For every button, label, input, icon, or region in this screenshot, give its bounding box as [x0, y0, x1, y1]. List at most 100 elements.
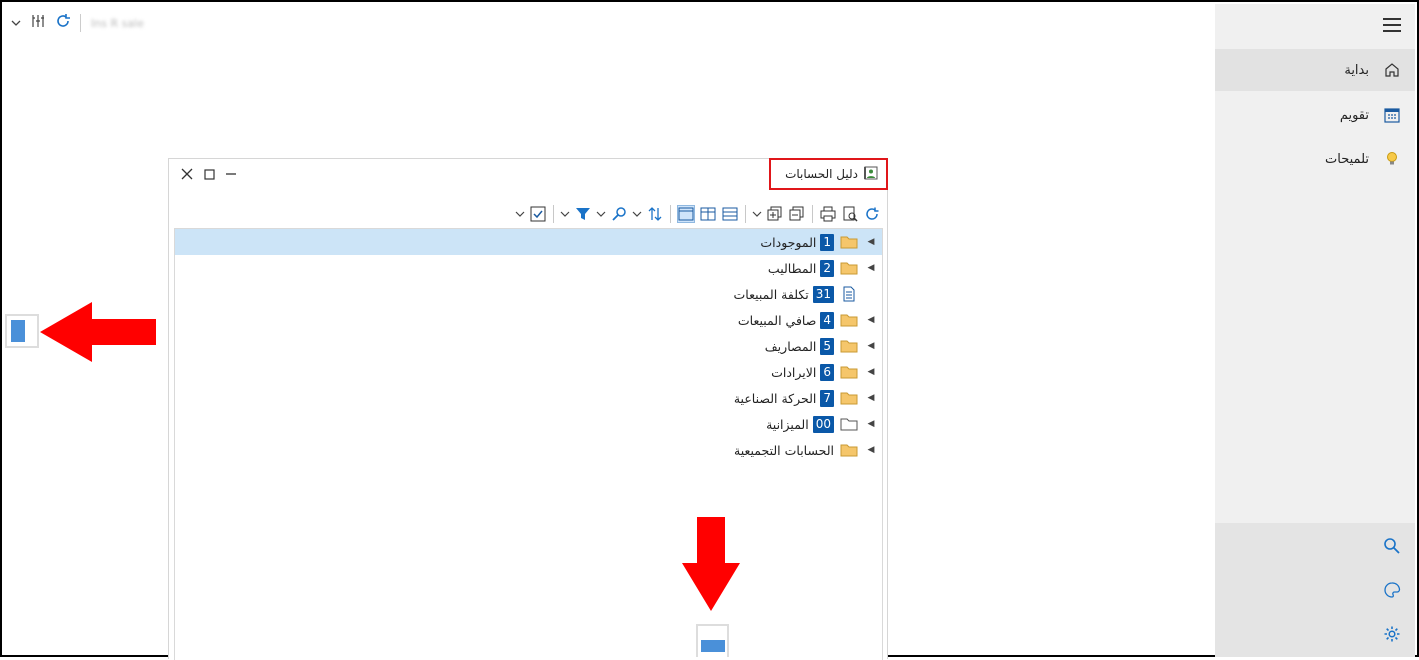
expand-arrow-icon[interactable]: ◀	[867, 341, 875, 351]
sidebar-item-tips[interactable]: تلميحات	[1215, 138, 1415, 180]
account-number-badge: 00	[812, 415, 834, 433]
account-number-badge: 5	[820, 337, 834, 355]
expand-arrow-icon[interactable]: ◀	[867, 315, 875, 325]
folder-icon	[840, 339, 858, 353]
toolbar-divider	[553, 205, 554, 223]
search-icon[interactable]	[1383, 537, 1401, 559]
lightbulb-icon	[1369, 150, 1415, 168]
palette-icon[interactable]	[1383, 581, 1401, 603]
account-number-badge: 1	[820, 233, 834, 251]
tree-row-industrial[interactable]: ◀ 7 الحركة الصناعية	[175, 385, 882, 411]
toolbar-divider	[80, 14, 81, 32]
sidebar-item-label: بداية	[1344, 62, 1369, 78]
folder-icon	[840, 443, 858, 457]
tree-row-balance-sheet[interactable]: ◀ 00 الميزانية	[175, 411, 882, 437]
find-icon[interactable]	[610, 205, 628, 223]
expand-arrow-icon[interactable]: ◀	[867, 263, 875, 273]
sidebar-bottom-panel	[1215, 523, 1415, 657]
tree-row-expenses[interactable]: ◀ 5 المصاريف	[175, 333, 882, 359]
toolbar-divider	[745, 205, 746, 223]
close-icon[interactable]	[181, 167, 193, 181]
sidebar-item-home[interactable]: بداية	[1215, 49, 1415, 91]
folder-icon	[840, 261, 858, 275]
folder-icon	[840, 313, 858, 327]
expand-arrow-icon[interactable]: ◀	[867, 393, 875, 403]
document-icon	[840, 286, 858, 302]
calendar-icon	[1369, 106, 1415, 124]
tree-row-assets[interactable]: ◀ 1 الموجودات	[175, 229, 882, 255]
refresh-icon[interactable]	[863, 205, 881, 223]
tools-icon[interactable]	[30, 13, 46, 33]
chevron-down-icon[interactable]	[560, 205, 570, 223]
tree-row-revenues[interactable]: ◀ 6 الايرادات	[175, 359, 882, 385]
collapsed-panel-handle[interactable]	[5, 314, 39, 348]
chevron-down-icon[interactable]	[10, 14, 22, 33]
account-name: الموجودات	[760, 234, 817, 250]
layout-single-icon[interactable]	[677, 205, 695, 223]
chevron-down-icon[interactable]	[515, 205, 525, 223]
blurred-label: Ins R sale	[91, 16, 144, 30]
layout-rows-icon[interactable]	[721, 205, 739, 223]
folder-icon	[840, 365, 858, 379]
toolbar-divider	[670, 205, 671, 223]
expand-arrow-icon[interactable]: ◀	[867, 237, 875, 247]
chevron-down-icon[interactable]	[596, 205, 606, 223]
tree-row-net-sales[interactable]: ◀ 4 صافي المبيعات	[175, 307, 882, 333]
sort-icon[interactable]	[646, 205, 664, 223]
print-preview-icon[interactable]	[841, 205, 859, 223]
annotation-arrow-left	[40, 302, 156, 362]
collapsed-panel-handle[interactable]	[696, 624, 729, 657]
chevron-down-icon[interactable]	[752, 205, 762, 223]
minimize-icon[interactable]	[225, 167, 237, 181]
accounts-tree: ◀ 1 الموجودات ◀ 2 المطاليب 3	[174, 228, 883, 660]
sidebar-item-label: تلميحات	[1325, 151, 1369, 167]
refresh-icon[interactable]	[54, 12, 72, 34]
account-name: الايرادات	[771, 364, 817, 380]
folder-icon	[840, 391, 858, 405]
tree-row-liabilities[interactable]: ◀ 2 المطاليب	[175, 255, 882, 281]
folder-icon	[840, 235, 858, 249]
account-number-badge: 31	[812, 285, 834, 303]
checkbox-icon[interactable]	[529, 205, 547, 223]
account-number-badge: 6	[820, 363, 834, 381]
dialog-title: دليل الحسابات	[785, 167, 858, 181]
expand-arrow-icon[interactable]: ◀	[867, 445, 875, 455]
account-number-badge: 2	[820, 259, 834, 277]
gear-icon[interactable]	[1383, 625, 1401, 647]
accounts-dialog: دليل الحسابات	[168, 158, 888, 660]
layout-columns-icon[interactable]	[699, 205, 717, 223]
account-number-badge: 7	[820, 389, 834, 407]
tree-row-cost-of-sales[interactable]: 31 تكلفة المبيعات	[175, 281, 882, 307]
toolbar-divider	[812, 205, 813, 223]
top-toolbar: Ins R sale	[10, 12, 144, 34]
accounts-book-icon	[864, 165, 878, 184]
account-name: صافي المبيعات	[737, 312, 817, 328]
print-icon[interactable]	[819, 205, 837, 223]
home-icon	[1369, 61, 1415, 79]
dialog-toolbar	[515, 204, 881, 224]
maximize-icon[interactable]	[203, 167, 215, 181]
account-name: الحسابات التجميعية	[734, 442, 834, 458]
account-name: المطاليب	[767, 260, 817, 276]
account-name: تكلفة المبيعات	[733, 286, 809, 302]
chevron-down-icon[interactable]	[632, 205, 642, 223]
sidebar-item-calendar[interactable]: تقويم	[1215, 94, 1415, 136]
tree-row-aggregate[interactable]: ◀ الحسابات التجميعية	[175, 437, 882, 463]
folder-outline-icon	[840, 417, 858, 431]
annotation-arrow-down	[682, 517, 740, 611]
expand-arrow-icon[interactable]: ◀	[867, 419, 875, 429]
dialog-title-bar: دليل الحسابات	[769, 158, 888, 190]
collapse-all-icon[interactable]	[788, 205, 806, 223]
expand-arrow-icon[interactable]: ◀	[867, 367, 875, 377]
window-controls	[181, 167, 237, 181]
account-name: المصاريف	[764, 338, 817, 354]
sidebar-item-label: تقويم	[1339, 107, 1369, 123]
hamburger-menu-icon[interactable]	[1383, 18, 1401, 36]
account-name: الميزانية	[766, 416, 809, 432]
filter-icon[interactable]	[574, 205, 592, 223]
sidebar: بداية تقويم تلميحات	[1215, 4, 1415, 657]
expand-all-icon[interactable]	[766, 205, 784, 223]
account-name: الحركة الصناعية	[733, 390, 817, 406]
account-number-badge: 4	[820, 311, 834, 329]
